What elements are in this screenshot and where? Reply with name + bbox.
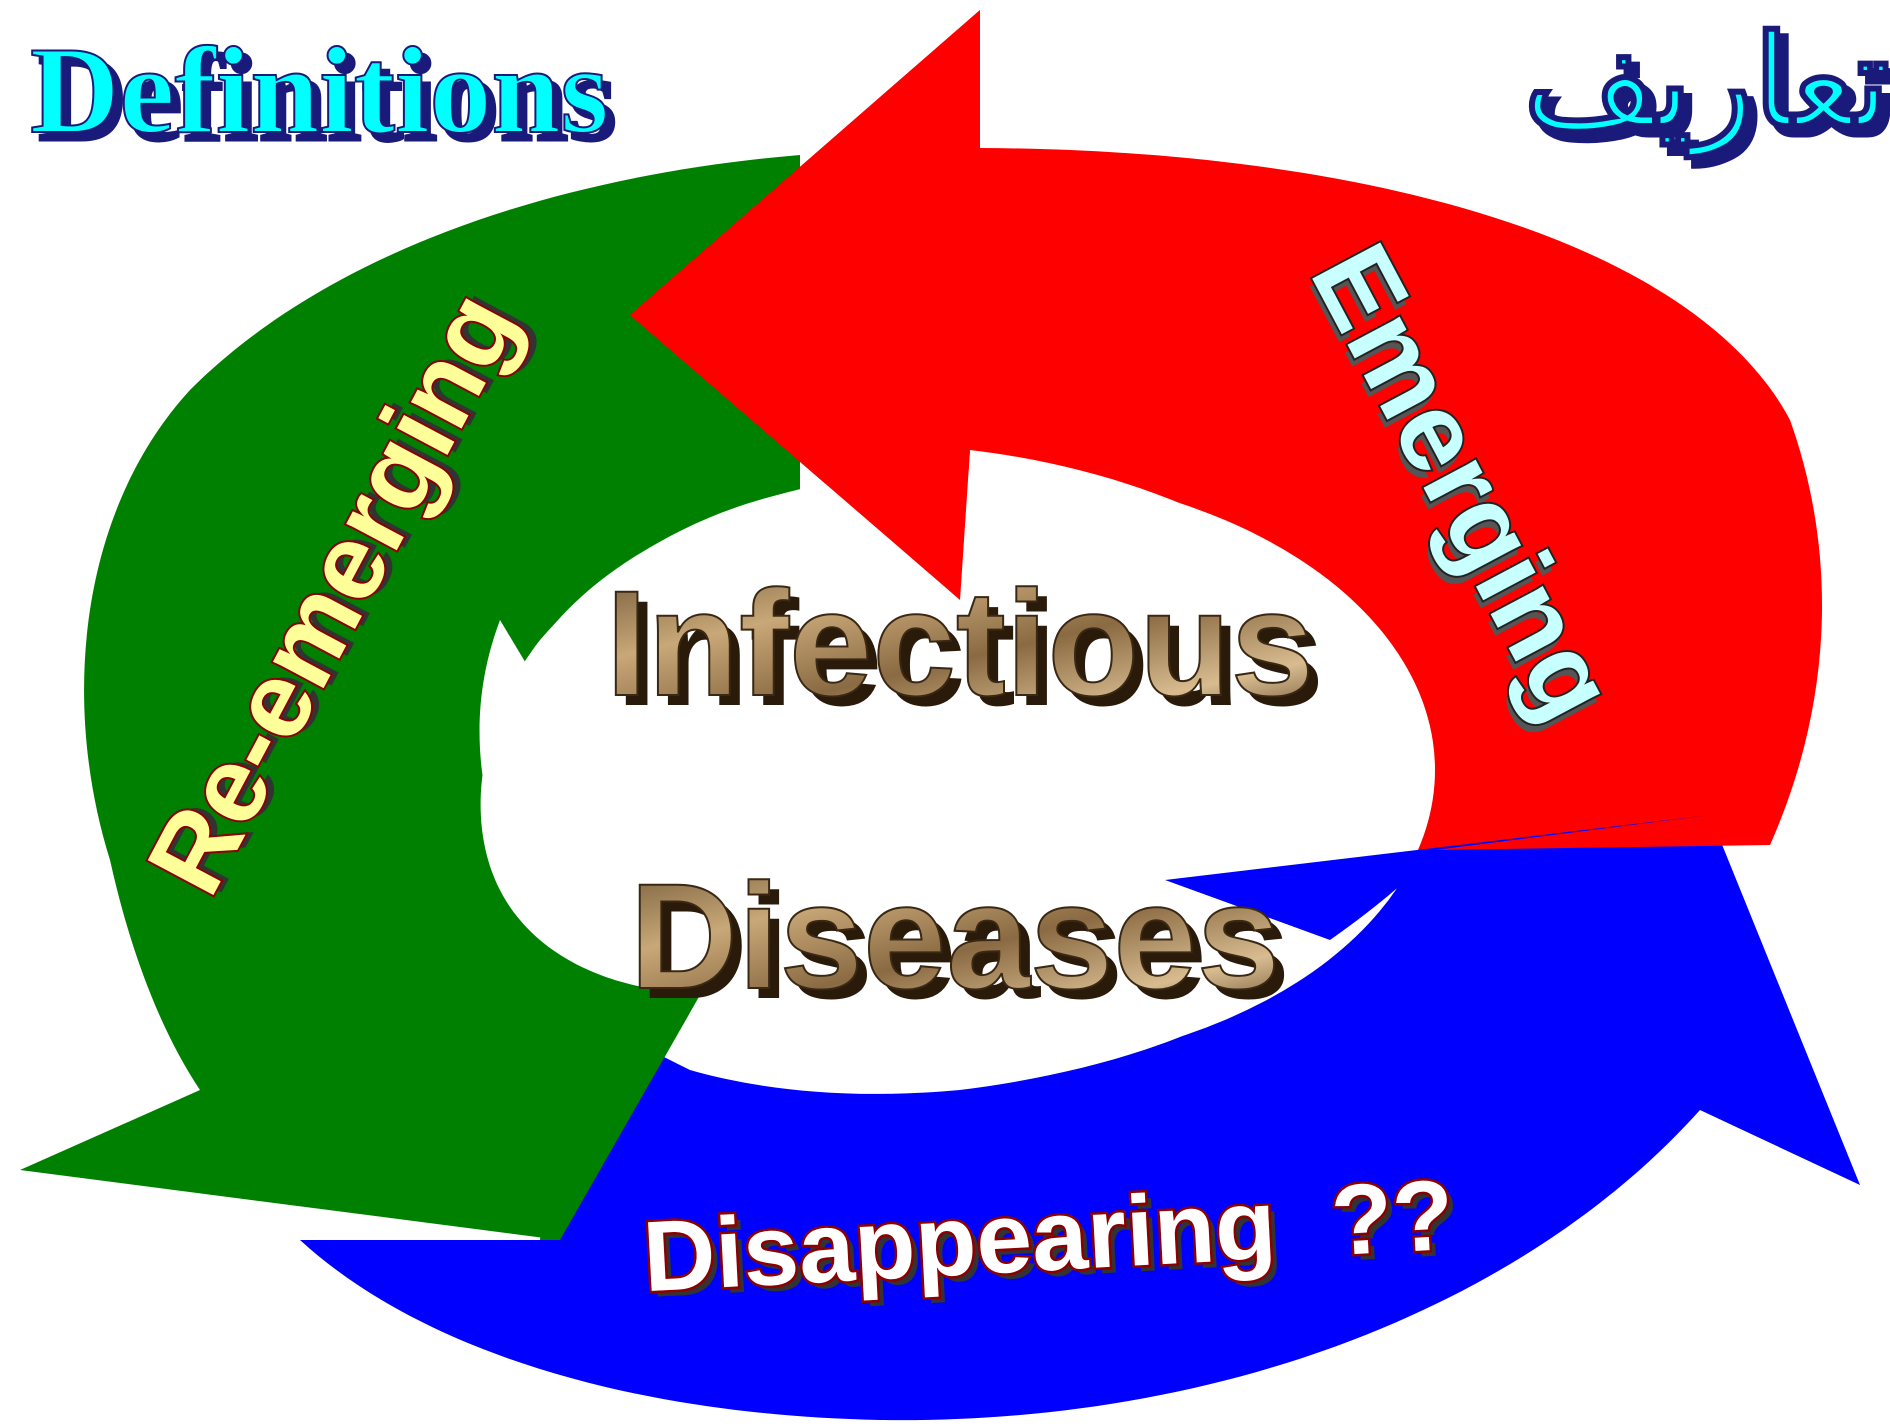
disappearing-arrowhead	[1165, 815, 1710, 940]
center-line2: Diseases	[630, 852, 1281, 1020]
title-english-shadow: Definitions	[38, 30, 617, 167]
ring-center	[495, 470, 1435, 1070]
reemerging-arrow	[20, 155, 800, 1240]
emerging-arrowhead	[630, 10, 980, 600]
center-line1-shadow: Infectious	[616, 569, 1324, 737]
disappearing-arrow	[300, 815, 1860, 1421]
center-line1: Infectious	[606, 559, 1314, 727]
reemerging-arrowhead	[540, 960, 720, 1240]
title-arabic-shadow: تعاريف	[1532, 20, 1890, 168]
center-line2-shadow: Diseases	[640, 862, 1291, 1030]
ring-gap	[479, 620, 720, 960]
title-english: Definitions	[30, 22, 609, 159]
title-arabic: تعاريف	[1524, 12, 1890, 160]
